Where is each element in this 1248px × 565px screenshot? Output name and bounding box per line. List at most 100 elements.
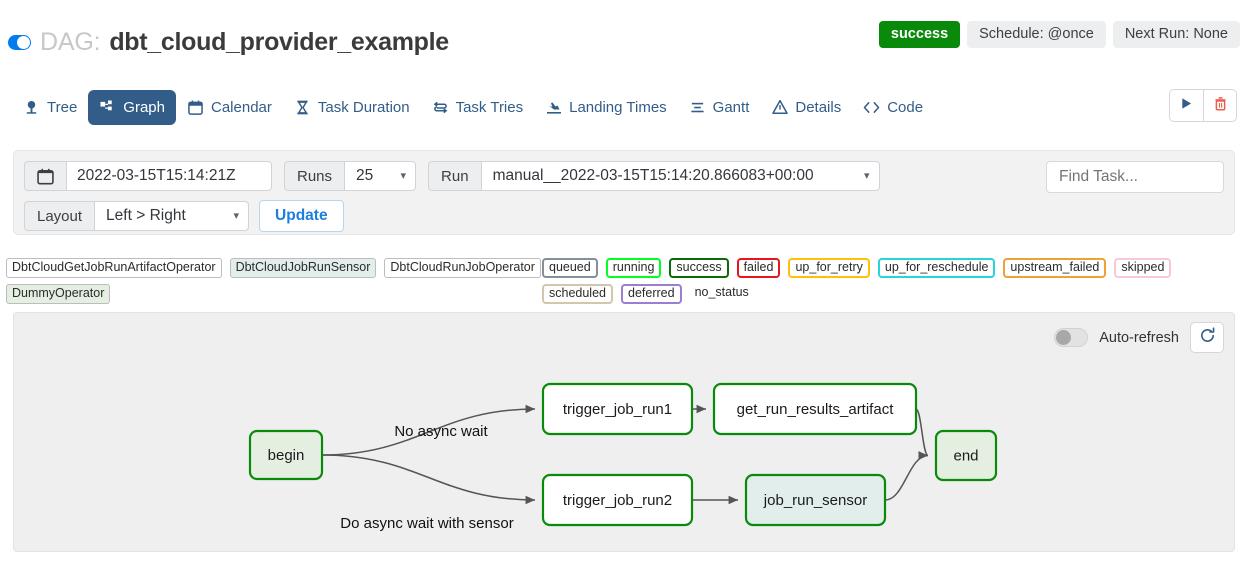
graph-node[interactable]: begin bbox=[248, 429, 324, 481]
tab-gantt[interactable]: Gantt bbox=[678, 90, 761, 125]
schedule-badge[interactable]: Schedule: @once bbox=[967, 21, 1106, 48]
header-badges: success Schedule: @once Next Run: None bbox=[878, 21, 1240, 48]
tree-icon bbox=[23, 99, 40, 116]
trigger-dag-button[interactable] bbox=[1169, 89, 1203, 122]
refresh-button[interactable] bbox=[1190, 322, 1224, 353]
dag-pause-toggle-icon[interactable] bbox=[8, 35, 31, 50]
tab-label: Graph bbox=[123, 98, 165, 116]
graph-node[interactable]: job_run_sensor bbox=[744, 473, 887, 527]
graph-node[interactable]: end bbox=[934, 429, 998, 482]
chevron-down-icon: ▾ bbox=[400, 169, 407, 182]
graph-node-box[interactable] bbox=[744, 473, 887, 527]
tab-label: Gantt bbox=[712, 98, 750, 116]
update-button[interactable]: Update bbox=[259, 200, 344, 232]
tab-task-tries[interactable]: Task Tries bbox=[421, 90, 535, 125]
graph-edge bbox=[321, 404, 536, 456]
legend-state-chip[interactable]: failed bbox=[736, 258, 781, 278]
graph-node-box[interactable] bbox=[712, 382, 918, 436]
graph-node-box[interactable] bbox=[541, 473, 694, 527]
graph-node-label: trigger_job_run1 bbox=[563, 401, 672, 418]
landing-icon bbox=[545, 99, 562, 116]
legend-state-chip[interactable]: success bbox=[669, 258, 729, 278]
runs-select-value: 25 bbox=[356, 167, 374, 184]
graph-edge bbox=[884, 451, 929, 501]
graph-icon bbox=[99, 99, 116, 116]
find-task-input[interactable] bbox=[1046, 161, 1224, 193]
chevron-down-icon: ▾ bbox=[233, 209, 240, 222]
graph-node[interactable]: trigger_job_run1 bbox=[541, 382, 694, 436]
graph-edge bbox=[321, 454, 536, 505]
trash-icon bbox=[1213, 96, 1228, 116]
legend-state-chip[interactable]: queued bbox=[542, 258, 598, 278]
legend-state-chip[interactable]: up_for_reschedule bbox=[877, 258, 996, 278]
legend-state-chip[interactable]: deferred bbox=[621, 284, 682, 304]
legend-state-chip[interactable]: skipped bbox=[1114, 258, 1172, 278]
warning-triangle-icon bbox=[771, 99, 788, 116]
graph-node-label: trigger_job_run2 bbox=[563, 492, 672, 509]
base-date-group: 2022-03-15T15:14:21Z bbox=[24, 161, 272, 191]
legend-operators: DbtCloudGetJobRunArtifactOperator DbtClou… bbox=[6, 258, 542, 304]
run-group: Run manual__2022-03-15T15:14:20.866083+0… bbox=[428, 161, 880, 191]
legend-operator-chip[interactable]: DbtCloudJobRunSensor bbox=[229, 258, 377, 278]
runs-select[interactable]: 25 ▾ bbox=[344, 161, 417, 191]
graph-node-box[interactable] bbox=[248, 429, 324, 481]
tab-calendar[interactable]: Calendar bbox=[176, 90, 283, 125]
gantt-icon bbox=[689, 99, 706, 116]
base-date-input[interactable]: 2022-03-15T15:14:21Z bbox=[66, 161, 272, 191]
dag-header: DAG: dbt_cloud_provider_example success … bbox=[0, 0, 1248, 70]
delete-dag-button[interactable] bbox=[1203, 89, 1237, 122]
code-icon bbox=[863, 99, 880, 116]
graph-node[interactable]: get_run_results_artifact bbox=[712, 382, 918, 436]
runs-group: Runs 25 ▾ bbox=[284, 161, 417, 191]
legend-states: queued running success failed up_for_retry up… bbox=[542, 258, 1246, 304]
graph-edge bbox=[915, 408, 929, 460]
dag-graph-canvas[interactable]: begin trigger_job_run1 get_run_results_art… bbox=[14, 313, 1235, 552]
layout-select-value: Left > Right bbox=[106, 207, 186, 224]
page-title: DAG: dbt_cloud_provider_example bbox=[8, 28, 449, 57]
legend-operator-chip[interactable]: DbtCloudGetJobRunArtifactOperator bbox=[6, 258, 222, 278]
graph-node-label: begin bbox=[268, 447, 305, 464]
tab-task-duration[interactable]: Task Duration bbox=[283, 90, 421, 125]
legend-state-chip[interactable]: up_for_retry bbox=[788, 258, 870, 278]
tab-label: Task Tries bbox=[455, 98, 524, 116]
legend-operator-chip[interactable]: DbtCloudRunJobOperator bbox=[384, 258, 541, 278]
dag-label: DAG: bbox=[40, 28, 101, 56]
auto-refresh-toggle[interactable] bbox=[1054, 328, 1089, 347]
graph-node-box[interactable] bbox=[934, 429, 998, 482]
dag-filter-toolbar: 2022-03-15T15:14:21Z Runs 25 ▾ Run manua… bbox=[13, 150, 1235, 235]
legend-no-status-label: no_status bbox=[694, 285, 749, 299]
dag-name: dbt_cloud_provider_example bbox=[109, 28, 449, 56]
retry-icon bbox=[432, 99, 449, 116]
calendar-icon bbox=[187, 99, 204, 116]
dag-view-tabs: Tree Graph Calendar Task Duration Task T bbox=[0, 82, 1248, 132]
tab-code[interactable]: Code bbox=[852, 90, 934, 125]
layout-label: Layout bbox=[24, 201, 95, 231]
tab-details[interactable]: Details bbox=[760, 90, 852, 125]
legend-state-chip[interactable]: upstream_failed bbox=[1003, 258, 1107, 278]
graph-node-label: get_run_results_artifact bbox=[737, 401, 895, 418]
runs-label: Runs bbox=[284, 161, 345, 191]
layout-select[interactable]: Left > Right ▾ bbox=[94, 201, 250, 231]
auto-refresh-label: Auto-refresh bbox=[1099, 329, 1179, 346]
run-select[interactable]: manual__2022-03-15T15:14:20.866083+00:00… bbox=[480, 161, 880, 191]
graph-node-label: job_run_sensor bbox=[763, 492, 867, 509]
legend-state-chip[interactable]: scheduled bbox=[542, 284, 613, 304]
tab-label: Details bbox=[795, 98, 842, 116]
graph-edge-label: No async wait bbox=[394, 423, 488, 440]
status-badge: success bbox=[878, 21, 961, 48]
legend-state-chip[interactable]: running bbox=[605, 258, 662, 278]
graph-node[interactable]: trigger_job_run2 bbox=[541, 473, 694, 527]
refresh-icon bbox=[1199, 326, 1216, 349]
legend-operator-chip[interactable]: DummyOperator bbox=[6, 284, 111, 304]
next-run-badge: Next Run: None bbox=[1112, 21, 1240, 48]
tab-tree[interactable]: Tree bbox=[12, 90, 88, 125]
tab-graph[interactable]: Graph bbox=[88, 89, 176, 125]
dag-action-buttons bbox=[1169, 89, 1237, 122]
filter-row-2: Layout Left > Right ▾ Update bbox=[24, 200, 1224, 232]
graph-node-box[interactable] bbox=[541, 382, 694, 436]
layout-group: Layout Left > Right ▾ bbox=[24, 201, 250, 231]
calendar-icon[interactable] bbox=[24, 161, 66, 191]
dag-graph-panel: Auto-refresh begin trigger_job_run1 get_ru… bbox=[13, 312, 1235, 552]
tab-landing-times[interactable]: Landing Times bbox=[534, 90, 678, 125]
